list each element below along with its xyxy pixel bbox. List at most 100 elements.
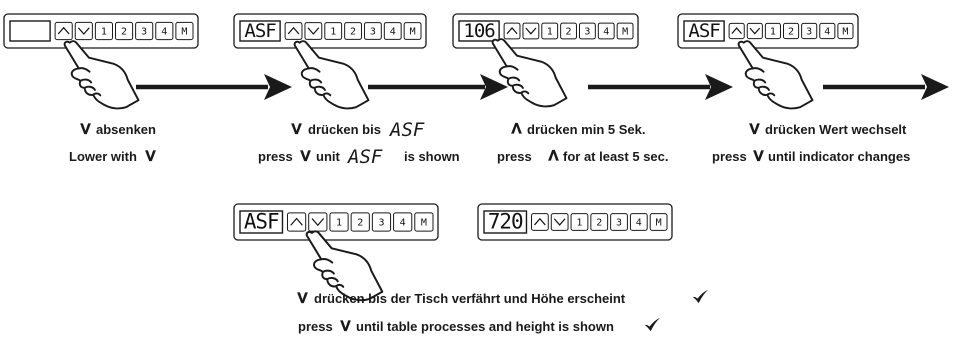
pointing-hand-icon (305, 230, 384, 302)
key-M-button[interactable]: M (649, 213, 668, 231)
arrow-right-icon (588, 74, 733, 100)
key-down-button[interactable] (550, 213, 569, 231)
display-window: ASF (239, 210, 284, 234)
step-2-de: drücken bis (308, 122, 381, 137)
key-up-button[interactable] (284, 22, 303, 40)
pointing-hand-icon (293, 40, 370, 110)
key-1-button[interactable]: 1 (764, 22, 781, 40)
key-up-button[interactable] (728, 22, 745, 40)
step-3-de: drücken min 5 Sek. (527, 122, 646, 137)
key-2-button[interactable]: 2 (114, 21, 134, 41)
step-4-en-rest: until indicator changes (768, 149, 910, 164)
chevron-down-icon (145, 150, 156, 162)
key-down-button[interactable] (304, 22, 323, 40)
svg-text:1: 1 (336, 218, 342, 229)
display-readout: 720 (488, 210, 523, 234)
svg-text:4: 4 (161, 27, 167, 38)
step-2-caption: drücken bis ASF press unit ASF is shown (258, 119, 460, 168)
key-down-button[interactable] (74, 21, 93, 41)
key-3-button[interactable]: 3 (578, 22, 596, 40)
key-M-button[interactable]: M (837, 22, 854, 40)
key-1-button[interactable]: 1 (324, 22, 343, 40)
chevron-up-icon (511, 122, 522, 134)
svg-text:4: 4 (603, 27, 609, 38)
svg-text:1: 1 (547, 27, 553, 38)
key-4-button[interactable]: 4 (383, 22, 402, 40)
display-window: 720 (483, 210, 528, 234)
step-4-caption: drücken Wert wechselt press until indica… (712, 122, 910, 164)
key-4-button[interactable]: 4 (393, 212, 413, 232)
step-2-en-shown: is shown (404, 149, 460, 164)
key-4-button[interactable]: 4 (155, 21, 174, 41)
svg-text:4: 4 (824, 27, 830, 38)
key-down-button[interactable] (522, 22, 540, 40)
svg-text:3: 3 (370, 27, 376, 38)
svg-text:3: 3 (806, 27, 812, 38)
chevron-down-icon (753, 150, 764, 162)
key-1-button[interactable]: 1 (541, 22, 559, 40)
key-down-button[interactable] (746, 22, 763, 40)
key-4-button[interactable]: 4 (819, 22, 836, 40)
chevron-down-icon (80, 123, 91, 135)
step-2-de-code: ASF (389, 119, 425, 141)
svg-text:1: 1 (330, 27, 336, 38)
arrow-right-icon (368, 74, 508, 100)
svg-text:4: 4 (390, 27, 396, 38)
key-2-button[interactable]: 2 (344, 22, 362, 40)
key-up-button[interactable] (530, 213, 549, 231)
key-2-button[interactable]: 2 (350, 212, 370, 232)
key-3-button[interactable]: 3 (610, 213, 628, 231)
key-up-button[interactable] (54, 21, 73, 41)
svg-text:M: M (656, 218, 662, 229)
key-1-button[interactable]: 1 (94, 21, 113, 41)
key-3-button[interactable]: 3 (371, 212, 392, 232)
display-readout: 106 (463, 20, 495, 42)
key-2-button[interactable]: 2 (560, 22, 577, 40)
arrow-right-icon (823, 74, 949, 100)
final-en-rest: until table processes and height is show… (356, 319, 614, 334)
key-2-button[interactable]: 2 (590, 213, 609, 231)
key-M-button[interactable]: M (175, 21, 194, 41)
svg-text:M: M (181, 27, 187, 38)
key-M-button[interactable]: M (616, 22, 634, 40)
svg-text:1: 1 (576, 218, 582, 229)
chevron-down-icon (749, 123, 760, 135)
key-down-button[interactable] (308, 212, 328, 232)
display-readout: ASF (688, 20, 720, 42)
svg-text:1: 1 (770, 27, 776, 38)
key-1-button[interactable]: 1 (570, 213, 589, 231)
svg-text:M: M (421, 218, 427, 229)
key-4-button[interactable]: 4 (597, 22, 615, 40)
key-3-button[interactable]: 3 (801, 22, 818, 40)
key-M-button[interactable]: M (403, 22, 422, 40)
key-2-button[interactable]: 2 (782, 22, 800, 40)
step-4-en-press: press (712, 149, 747, 164)
key-up-button[interactable] (286, 212, 307, 232)
svg-text:4: 4 (636, 218, 642, 229)
key-up-button[interactable] (503, 22, 521, 40)
chevron-down-icon (340, 320, 351, 332)
chevron-down-icon (291, 123, 302, 135)
pointing-hand-icon (491, 38, 568, 108)
key-3-button[interactable]: 3 (363, 22, 382, 40)
final-en-press: press (298, 319, 333, 334)
final-caption: drücken bis der Tisch verfährt und Höhe … (297, 289, 709, 334)
key-M-button[interactable]: M (414, 212, 434, 232)
step-1-de: absenken (96, 122, 156, 137)
key-3-button[interactable]: 3 (135, 21, 154, 41)
final-de: drücken bis der Tisch verfährt und Höhe … (314, 291, 626, 306)
step-1-caption: absenken Lower with (69, 122, 156, 164)
display-readout: ASF (244, 210, 279, 234)
svg-text:2: 2 (350, 27, 356, 38)
step-2-en-press: press (258, 149, 293, 164)
key-1-button[interactable]: 1 (329, 212, 349, 232)
arrow-right-icon (136, 74, 292, 100)
svg-text:M: M (842, 27, 848, 38)
display-readout: ASF (244, 20, 276, 42)
step-1-en: Lower with (69, 149, 137, 164)
key-4-button[interactable]: 4 (629, 213, 648, 231)
step-3-caption: drücken min 5 Sek. press for at least 5 … (497, 122, 669, 164)
